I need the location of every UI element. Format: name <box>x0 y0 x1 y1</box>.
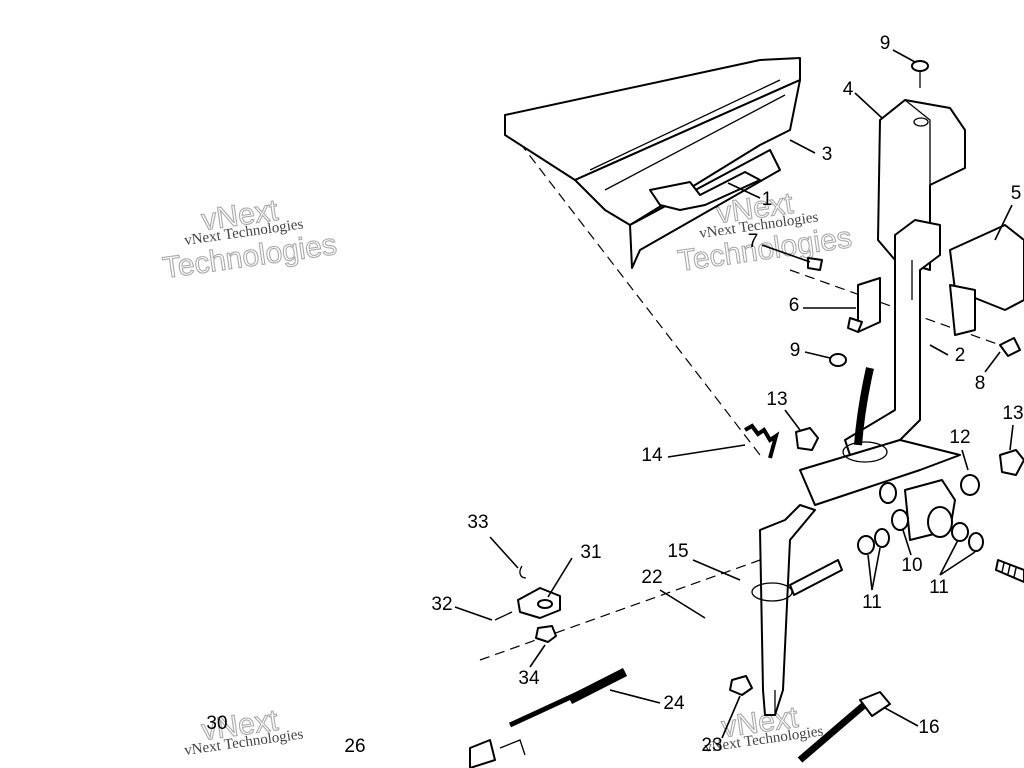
callout-7: 7 <box>748 231 759 252</box>
nut-part <box>795 427 819 451</box>
bracket-part <box>649 171 761 211</box>
callout-8: 8 <box>975 373 986 394</box>
screw-part <box>911 60 929 88</box>
linkage-part <box>469 739 526 768</box>
callout-9: 9 <box>790 340 801 361</box>
callout-14: 14 <box>641 445 663 466</box>
clip-part <box>751 582 793 602</box>
callout-11: 11 <box>929 577 949 598</box>
callout-1: 1 <box>762 189 773 210</box>
watermark: vNext vNext Technologies <box>183 703 304 759</box>
bushing-part <box>879 474 980 541</box>
callout-16: 16 <box>918 717 939 738</box>
callout-26: 26 <box>344 736 365 757</box>
pin-part <box>519 565 527 579</box>
lower-rod-part <box>759 504 816 716</box>
callout-33: 33 <box>467 512 488 533</box>
callout-13: 13 <box>766 389 787 410</box>
callout-9: 9 <box>880 33 891 54</box>
callout-13: 13 <box>1002 403 1023 424</box>
watermark: vNext vNext Technologies Technologies <box>160 193 339 285</box>
callout-labels: 9 4 3 1 5 7 6 2 9 8 13 13 12 14 33 31 15… <box>206 33 1023 757</box>
callout-30: 30 <box>206 713 227 734</box>
callout-12: 12 <box>949 427 970 448</box>
callout-2: 2 <box>955 345 966 366</box>
cotter-pin-part <box>494 611 513 621</box>
callout-32: 32 <box>431 594 452 615</box>
nut-part <box>729 675 753 696</box>
callout-4: 4 <box>843 79 854 100</box>
callout-5: 5 <box>1011 183 1022 204</box>
nut-part <box>999 449 1024 476</box>
pin-part <box>807 257 823 271</box>
callout-15: 15 <box>667 541 688 562</box>
spring-part <box>744 423 780 459</box>
threaded-rod-part <box>508 667 628 728</box>
callout-10: 10 <box>901 555 922 576</box>
callout-24: 24 <box>663 693 685 714</box>
pin-part <box>999 337 1021 357</box>
pedal-lever-part <box>799 219 961 506</box>
callout-11: 11 <box>862 592 882 613</box>
bracket-part <box>517 587 561 619</box>
washer-part <box>857 522 984 555</box>
callout-6: 6 <box>789 295 800 316</box>
callout-34: 34 <box>518 668 540 689</box>
rod-end-part <box>797 691 891 763</box>
callout-31: 31 <box>580 542 601 563</box>
threaded-bolt-part <box>995 559 1024 583</box>
stud-part <box>789 559 843 596</box>
small-plate-part <box>847 277 881 333</box>
leader-lines <box>454 49 1014 739</box>
callout-3: 3 <box>822 144 833 165</box>
nut-part <box>535 625 557 643</box>
cable-part <box>842 367 888 463</box>
clip-part <box>829 353 847 367</box>
housing-cap-part <box>877 99 966 271</box>
callout-22: 22 <box>641 567 662 588</box>
bracket-box-part <box>949 224 1024 336</box>
callout-23: 23 <box>701 735 722 756</box>
